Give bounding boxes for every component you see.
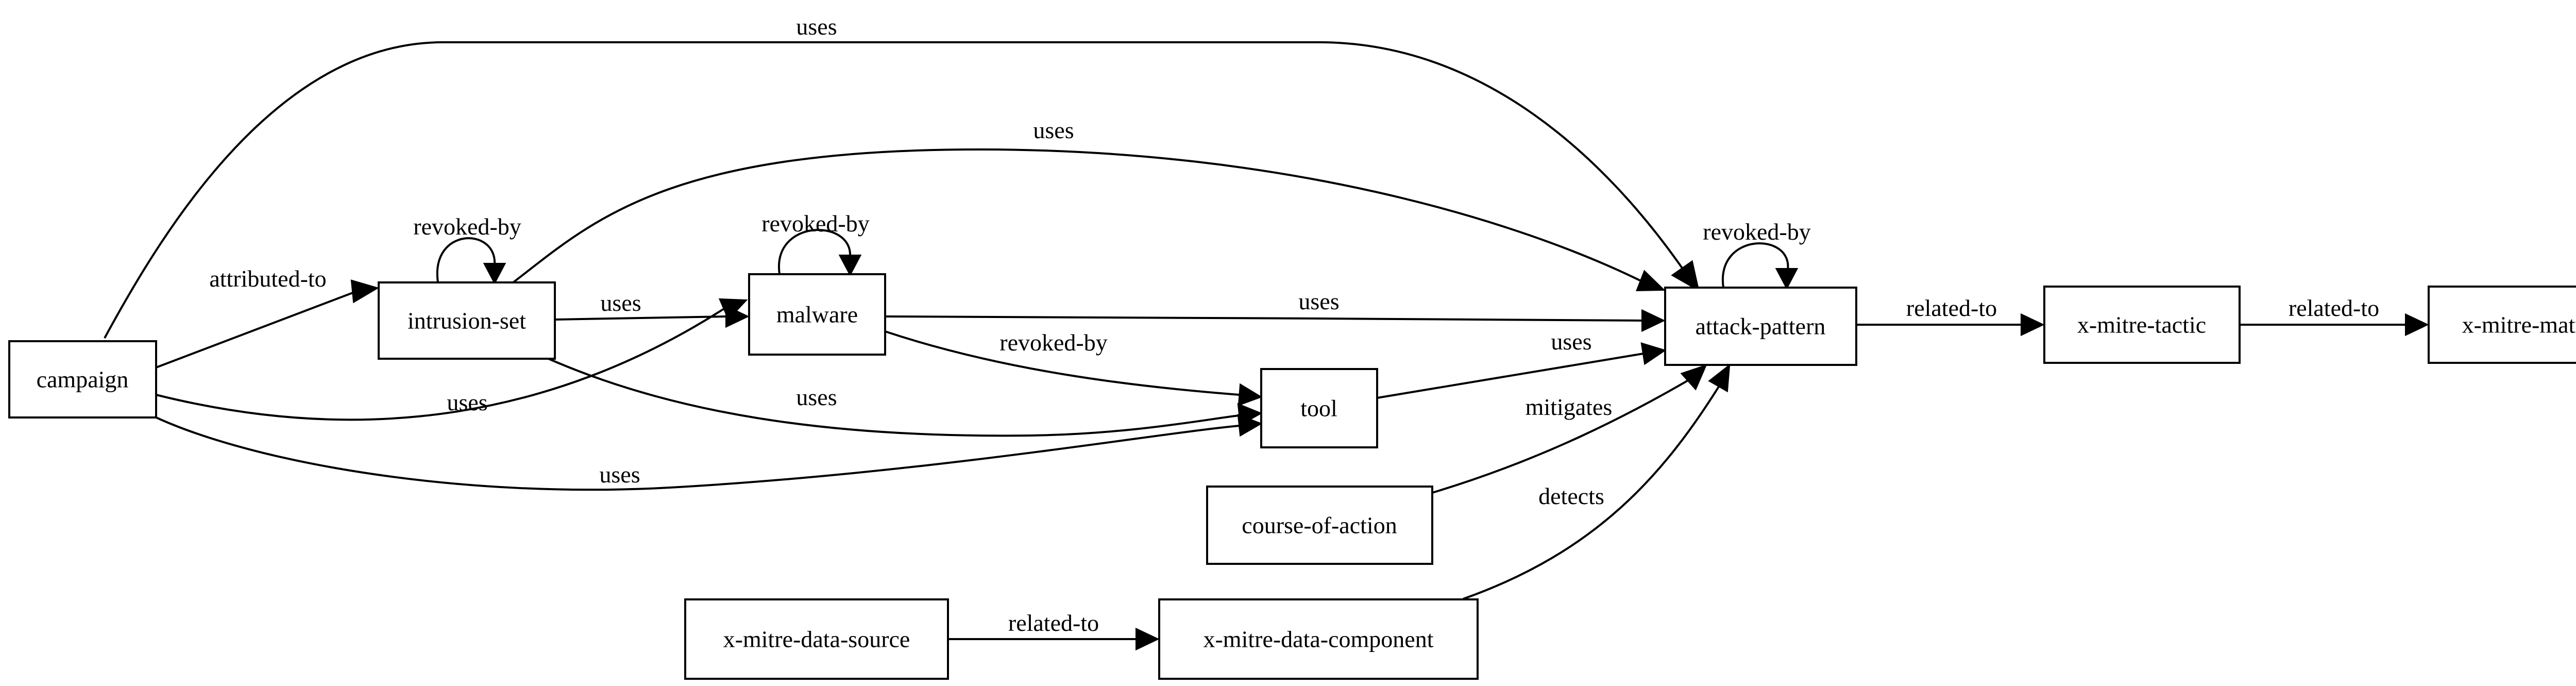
edge-data-component-attack-pattern-line	[1463, 382, 1722, 600]
node-x-mitre-data-source[interactable]: x-mitre-data-source	[684, 598, 949, 680]
edge-label: related-to	[2289, 295, 2379, 321]
node-course-of-action[interactable]: course-of-action	[1206, 486, 1433, 565]
edge-label: uses	[1033, 117, 1074, 143]
node-tool-box	[1260, 368, 1378, 448]
node-x-mitre-tactic-box	[2043, 286, 2241, 364]
node-x-mitre-matrix[interactable]: x-mitre-matrix	[2428, 286, 2576, 364]
node-intrusion-set-box	[378, 281, 556, 360]
edge-label: uses	[600, 290, 641, 316]
node-course-of-action-box	[1206, 486, 1433, 565]
edge-label: uses	[1298, 288, 1339, 314]
edge-tool-attack-pattern-line	[1377, 353, 1644, 399]
node-x-mitre-matrix-box	[2428, 286, 2576, 364]
edge-malware-self-line	[778, 229, 852, 275]
edge-campaign-intrusion-set-line	[156, 291, 356, 369]
edge-label: revoked-by	[1703, 219, 1810, 245]
node-x-mitre-data-component[interactable]: x-mitre-data-component	[1158, 598, 1479, 680]
edge-label: uses	[599, 461, 640, 488]
edge-intrusion-set-uses-malware: uses	[554, 290, 750, 328]
edge-malware-tool-arrowhead	[1238, 383, 1263, 406]
edge-campaign-malware-line	[156, 306, 727, 421]
node-malware-box	[748, 273, 886, 356]
node-attack-pattern-box	[1664, 287, 1857, 366]
edge-course-of-action-attack-pattern-arrowhead	[1680, 364, 1707, 391]
edge-intrusion-set-malware-line	[554, 315, 727, 321]
edge-campaign-attack-pattern-line	[104, 41, 1687, 339]
edge-label: uses	[796, 13, 837, 40]
edge-intrusion-set-tool-arrowhead	[1237, 403, 1263, 426]
node-x-mitre-data-source-label: x-mitre-data-source	[723, 626, 910, 652]
edge-label: attributed-to	[209, 265, 326, 292]
node-tool[interactable]: tool	[1260, 368, 1378, 448]
edge-x-mitre-data-component-detects-attack-pattern: detects	[1463, 363, 1731, 600]
edge-campaign-uses-tool: uses	[156, 413, 1263, 491]
node-campaign-label: campaign	[37, 366, 129, 393]
node-intrusion-set-label: intrusion-set	[408, 308, 526, 334]
node-x-mitre-tactic[interactable]: x-mitre-tactic	[2043, 286, 2241, 364]
edge-malware-attack-pattern-arrowhead	[1641, 309, 1666, 332]
edge-intrusion-set-attack-pattern-arrowhead	[1636, 270, 1666, 292]
edge-attack-pattern-tactic-arrowhead	[2021, 313, 2045, 337]
edge-label: mitigates	[1526, 394, 1613, 420]
node-malware-label: malware	[776, 302, 858, 328]
node-course-of-action-label: course-of-action	[1242, 512, 1397, 539]
edge-malware-self-arrowhead	[838, 255, 862, 277]
edge-label: uses	[1551, 328, 1591, 355]
node-tool-label: tool	[1300, 395, 1337, 422]
edge-intrusion-set-self-line	[436, 237, 496, 283]
node-x-mitre-data-source-box	[684, 598, 949, 680]
node-x-mitre-tactic-label: x-mitre-tactic	[2077, 312, 2206, 338]
node-attack-pattern[interactable]: attack-pattern	[1664, 287, 1857, 366]
edge-label: revoked-by	[999, 329, 1107, 356]
edge-intrusion-set-attack-pattern-line	[512, 148, 1641, 283]
edge-malware-revoked-by-tool: revoked-by	[885, 329, 1263, 406]
edge-course-of-action-attack-pattern-line	[1432, 378, 1691, 494]
edge-label: detects	[1538, 483, 1604, 509]
edge-data-source-data-component-arrowhead	[1136, 627, 1160, 651]
edge-attack-pattern-revoked-by-self: revoked-by	[1703, 219, 1811, 290]
edge-tool-attack-pattern-arrowhead	[1640, 342, 1667, 365]
edge-tactic-matrix-arrowhead	[2405, 313, 2429, 337]
edge-intrusion-set-uses-attack-pattern: uses	[512, 117, 1666, 292]
edge-course-of-action-mitigates-attack-pattern: mitigates	[1432, 364, 1707, 494]
node-x-mitre-data-component-label: x-mitre-data-component	[1203, 626, 1433, 652]
edge-intrusion-set-malware-arrowhead	[725, 305, 750, 328]
edge-attack-pattern-self-line	[1721, 242, 1789, 288]
edge-label: uses	[447, 389, 487, 415]
edge-malware-attack-pattern-line	[885, 315, 1642, 322]
edge-label: related-to	[1906, 295, 1997, 321]
edge-campaign-uses-attack-pattern: uses	[104, 13, 1700, 339]
edge-x-mitre-tactic-related-to-x-mitre-matrix: related-to	[2240, 295, 2429, 337]
edge-malware-tool-line	[885, 330, 1240, 396]
node-campaign[interactable]: campaign	[8, 340, 157, 419]
edge-tool-uses-attack-pattern: uses	[1377, 328, 1667, 399]
node-intrusion-set[interactable]: intrusion-set	[378, 281, 556, 360]
edge-x-mitre-data-source-related-to-data-component: related-to	[948, 610, 1160, 651]
edge-malware-revoked-by-self: revoked-by	[761, 210, 870, 277]
edge-campaign-tool-line	[156, 416, 1240, 491]
edge-intrusion-set-revoked-by-self: revoked-by	[413, 213, 521, 285]
edge-intrusion-set-tool-line	[546, 357, 1240, 437]
edge-label: uses	[796, 384, 837, 410]
node-malware[interactable]: malware	[748, 273, 886, 356]
edge-attack-pattern-self-arrowhead	[1775, 268, 1799, 290]
edge-attack-pattern-related-to-x-mitre-tactic: related-to	[1856, 295, 2045, 337]
node-x-mitre-matrix-label: x-mitre-matrix	[2462, 312, 2576, 338]
node-attack-pattern-label: attack-pattern	[1696, 313, 1826, 340]
edge-campaign-intrusion-set-arrowhead	[350, 279, 379, 304]
edge-label: revoked-by	[761, 210, 869, 237]
edge-malware-uses-attack-pattern: uses	[885, 288, 1666, 332]
edge-intrusion-set-self-arrowhead	[483, 263, 506, 285]
edge-data-component-attack-pattern-arrowhead	[1708, 363, 1731, 393]
edge-campaign-attack-pattern-arrowhead	[1671, 260, 1700, 292]
edge-campaign-attributed-to-intrusion-set: attributed-to	[156, 265, 379, 369]
node-x-mitre-data-component-box	[1158, 598, 1479, 680]
edge-label: revoked-by	[413, 213, 521, 240]
edge-label: related-to	[1008, 610, 1099, 636]
node-campaign-box	[8, 340, 157, 419]
edge-intrusion-set-uses-tool: uses	[546, 357, 1263, 437]
